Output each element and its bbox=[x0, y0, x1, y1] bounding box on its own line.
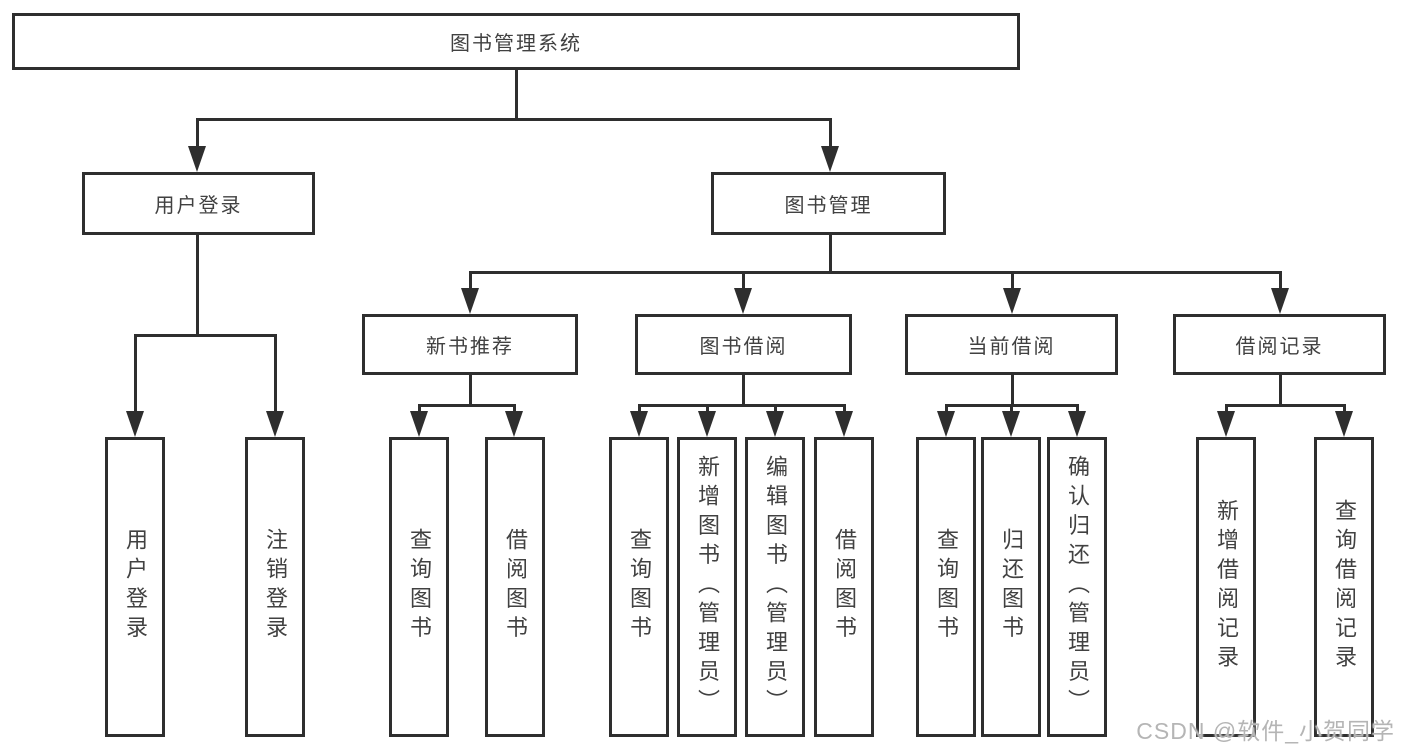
connector-vline bbox=[1225, 404, 1228, 414]
connector-vline bbox=[706, 404, 709, 414]
leaf-bb-add-books-admin-label: 新增图书（管理员） bbox=[695, 455, 720, 719]
arrow-down-icon bbox=[410, 411, 428, 437]
leaf-bb-edit-books-admin-label: 编辑图书（管理员） bbox=[763, 455, 788, 719]
connector-vline bbox=[134, 334, 137, 414]
leaf-br-add-borrow-record-label: 新增借阅记录 bbox=[1214, 499, 1239, 675]
node-book-borrowing-label: 图书借阅 bbox=[699, 336, 788, 358]
leaf-cb-confirm-return-admin: 确认归还（管理员） bbox=[1047, 437, 1107, 737]
connector-vline bbox=[1011, 375, 1014, 407]
leaf-cb-confirm-return-admin-label: 确认归还（管理员） bbox=[1065, 455, 1090, 719]
arrow-down-icon bbox=[505, 411, 523, 437]
leaf-logout-login-label: 注销登录 bbox=[263, 528, 288, 646]
leaf-bb-add-books-admin: 新增图书（管理员） bbox=[677, 437, 737, 737]
leaf-br-query-borrow-record-label: 查询借阅记录 bbox=[1332, 499, 1357, 675]
connector-vline bbox=[196, 235, 199, 336]
connector-hline bbox=[638, 404, 846, 407]
arrow-down-icon bbox=[698, 411, 716, 437]
connector-vline bbox=[945, 404, 948, 414]
connector-vline bbox=[843, 404, 846, 414]
connector-vline bbox=[829, 118, 832, 150]
node-borrowing-records-label: 借阅记录 bbox=[1235, 336, 1324, 358]
connector-vline bbox=[515, 70, 518, 120]
arrow-down-icon bbox=[835, 411, 853, 437]
leaf-br-add-borrow-record: 新增借阅记录 bbox=[1196, 437, 1256, 737]
connector-vline bbox=[774, 404, 777, 414]
node-book-borrowing: 图书借阅 bbox=[635, 314, 852, 375]
connector-vline bbox=[742, 271, 745, 291]
arrow-down-icon bbox=[1217, 411, 1235, 437]
node-book-management-label: 图书管理 bbox=[784, 195, 873, 217]
leaf-bb-query-books: 查询图书 bbox=[609, 437, 669, 737]
leaf-bb-borrow-books-label: 借阅图书 bbox=[832, 528, 857, 646]
node-root-label: 图书管理系统 bbox=[450, 33, 582, 55]
connector-hline bbox=[196, 118, 832, 121]
leaf-user-login: 用户登录 bbox=[105, 437, 165, 737]
leaf-bb-edit-books-admin: 编辑图书（管理员） bbox=[745, 437, 805, 737]
connector-vline bbox=[1279, 375, 1282, 407]
connector-vline bbox=[274, 334, 277, 414]
arrow-down-icon bbox=[821, 146, 839, 172]
arrow-down-icon bbox=[126, 411, 144, 437]
connector-hline bbox=[469, 271, 1282, 274]
node-new-book-recommend: 新书推荐 bbox=[362, 314, 578, 375]
arrow-down-icon bbox=[1002, 411, 1020, 437]
connector-vline bbox=[742, 375, 745, 407]
leaf-nbr-query-books-label: 查询图书 bbox=[407, 528, 432, 646]
arrow-down-icon bbox=[266, 411, 284, 437]
connector-vline bbox=[1279, 271, 1282, 291]
leaf-user-login-label: 用户登录 bbox=[123, 528, 148, 646]
watermark: CSDN @软件_小贺同学 bbox=[1136, 718, 1395, 744]
leaf-cb-query-books-label: 查询图书 bbox=[934, 528, 959, 646]
leaf-nbr-borrow-books-label: 借阅图书 bbox=[503, 528, 528, 646]
node-current-borrowing-label: 当前借阅 bbox=[967, 336, 1056, 358]
leaf-br-query-borrow-record: 查询借阅记录 bbox=[1314, 437, 1374, 737]
node-borrowing-records: 借阅记录 bbox=[1173, 314, 1386, 375]
connector-hline bbox=[1225, 404, 1346, 407]
leaf-bb-query-books-label: 查询图书 bbox=[627, 528, 652, 646]
arrow-down-icon bbox=[630, 411, 648, 437]
connector-vline bbox=[638, 404, 641, 414]
node-new-book-recommend-label: 新书推荐 bbox=[426, 336, 514, 358]
leaf-bb-borrow-books: 借阅图书 bbox=[814, 437, 874, 737]
arrow-down-icon bbox=[1068, 411, 1086, 437]
arrow-down-icon bbox=[734, 288, 752, 314]
node-current-borrowing: 当前借阅 bbox=[905, 314, 1118, 375]
leaf-nbr-borrow-books: 借阅图书 bbox=[485, 437, 545, 737]
connector-vline bbox=[469, 375, 472, 407]
connector-vline bbox=[469, 271, 472, 291]
node-user-login-label: 用户登录 bbox=[154, 195, 243, 217]
connector-vline bbox=[513, 404, 516, 414]
arrow-down-icon bbox=[937, 411, 955, 437]
connector-vline bbox=[1343, 404, 1346, 414]
connector-vline bbox=[1011, 271, 1014, 291]
leaf-cb-return-books-label: 归还图书 bbox=[999, 528, 1024, 646]
arrow-down-icon bbox=[1003, 288, 1021, 314]
node-book-management: 图书管理 bbox=[711, 172, 946, 235]
leaf-logout-login: 注销登录 bbox=[245, 437, 305, 737]
connector-hline bbox=[418, 404, 516, 407]
leaf-cb-return-books: 归还图书 bbox=[981, 437, 1041, 737]
leaf-nbr-query-books: 查询图书 bbox=[389, 437, 449, 737]
arrow-down-icon bbox=[766, 411, 784, 437]
arrow-down-icon bbox=[461, 288, 479, 314]
arrow-down-icon bbox=[1271, 288, 1289, 314]
connector-vline bbox=[418, 404, 421, 414]
node-root: 图书管理系统 bbox=[12, 13, 1020, 70]
connector-vline bbox=[1076, 404, 1079, 414]
arrow-down-icon bbox=[188, 146, 206, 172]
connector-vline bbox=[829, 235, 832, 274]
connector-hline bbox=[134, 334, 277, 337]
node-user-login: 用户登录 bbox=[82, 172, 315, 235]
connector-vline bbox=[196, 118, 199, 150]
leaf-cb-query-books: 查询图书 bbox=[916, 437, 976, 737]
arrow-down-icon bbox=[1335, 411, 1353, 437]
connector-vline bbox=[1010, 404, 1013, 414]
